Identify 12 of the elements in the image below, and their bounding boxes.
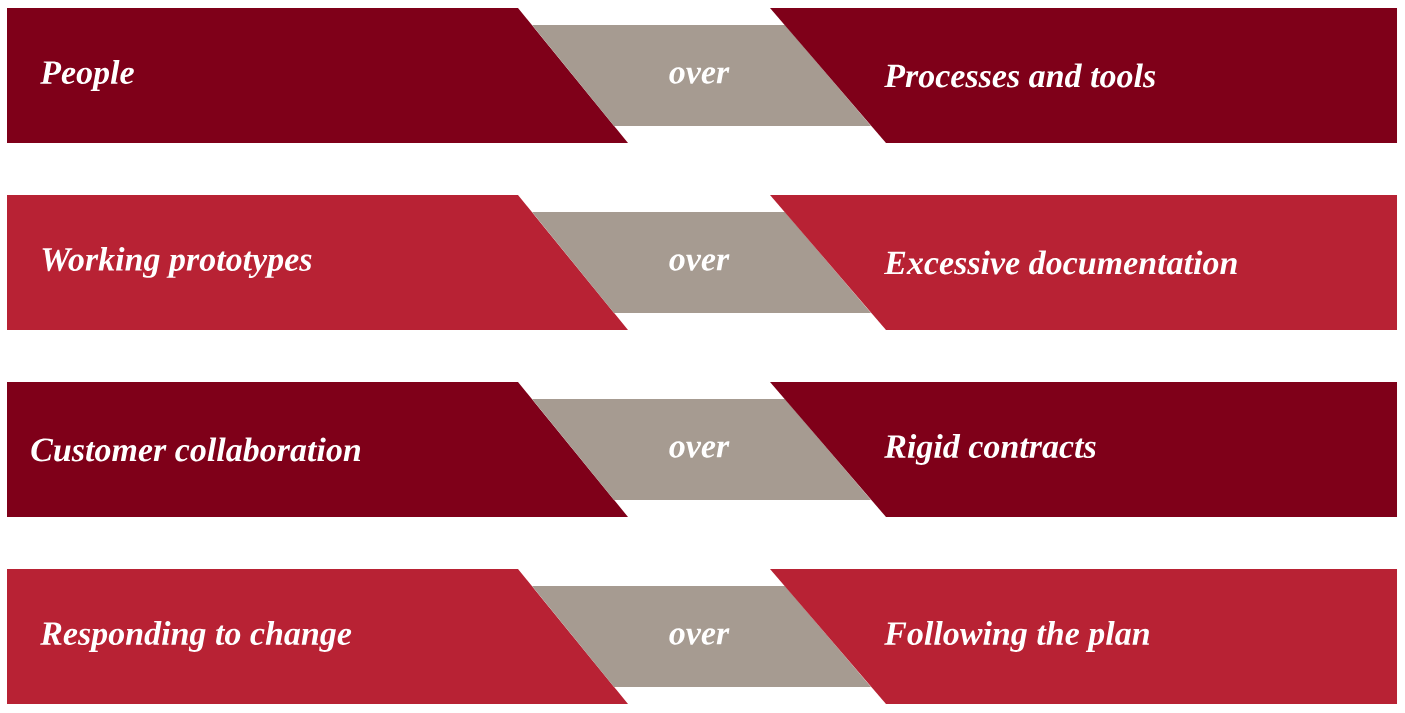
value-band: Responding to change (7, 569, 628, 704)
connector-band: over (532, 586, 871, 687)
value-band: Excessive documentation (770, 195, 1397, 330)
connector-band: over (532, 25, 871, 126)
value-band: Customer collaboration (7, 382, 628, 517)
connector-band: over (532, 399, 871, 500)
value-band: Working prototypes (7, 195, 628, 330)
value-band: Rigid contracts (770, 382, 1397, 517)
value-band: Following the plan (770, 569, 1397, 704)
value-band: Processes and tools (770, 8, 1397, 143)
value-band: People (7, 8, 628, 143)
connector-band: over (532, 212, 871, 313)
